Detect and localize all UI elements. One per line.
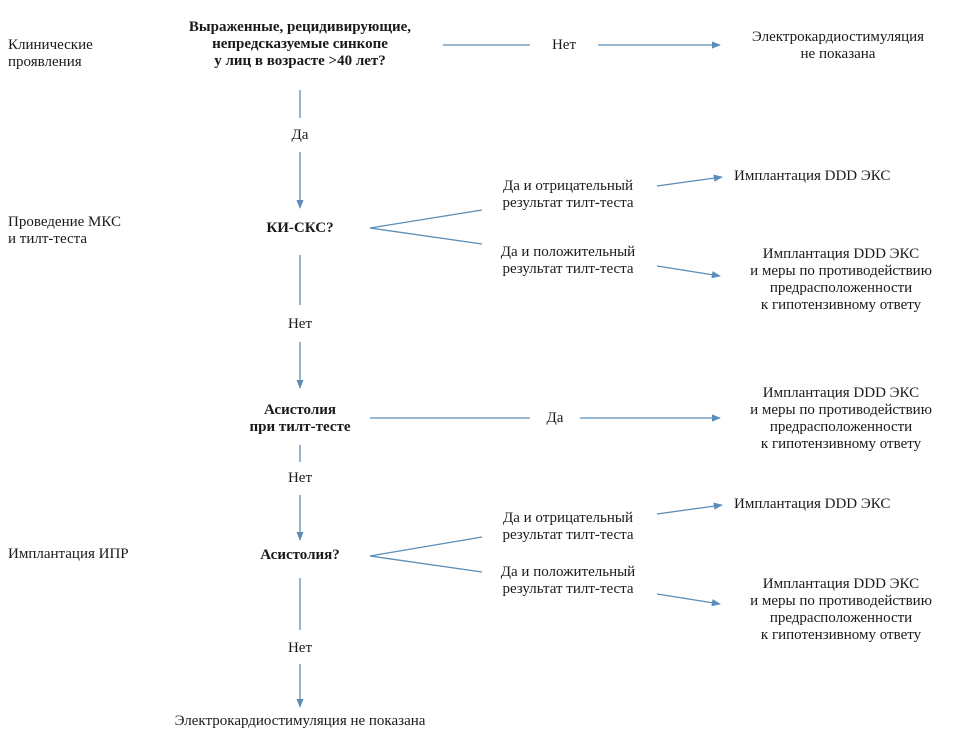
outcome-ddd-1: Имплантация DDD ЭКС	[734, 168, 891, 184]
stage-clinical: Клинические проявления	[8, 37, 93, 70]
label-q2-positive-tilt: Да и положительный результат тилт-теста	[500, 244, 636, 277]
label-q4-negative-tilt: Да и отрицательный результат тилт-теста	[502, 510, 634, 543]
outcome-ddd-measures-1: Имплантация DDD ЭКС и меры по противодей…	[750, 246, 932, 313]
outcome-final-no-pacing: Электрокардиостимуляция не показана	[174, 713, 426, 729]
arrow-q4-neg-outcome	[656, 502, 723, 515]
label-q2-negative-tilt: Да и отрицательный результат тилт-теста	[502, 178, 634, 211]
question-ki-sks: КИ-СКС?	[266, 220, 334, 236]
question-asystole: Асистолия?	[260, 547, 340, 563]
arrow-q2-neg-branch	[369, 209, 483, 229]
label-no-4: Нет	[287, 640, 313, 656]
outcome-no-pacing: Электрокардиостимуляция не показана	[751, 29, 925, 62]
outcome-ddd-measures-3: Имплантация DDD ЭКС и меры по противодей…	[750, 576, 932, 643]
label-no-3: Нет	[287, 470, 313, 486]
stage-ipr: Имплантация ИПР	[8, 546, 129, 562]
arrow-q4-pos-branch	[369, 555, 483, 573]
stage-mks: Проведение МКС и тилт-теста	[8, 214, 122, 247]
arrow-q4-pos-outcome	[656, 593, 721, 607]
arrow-q2-neg-outcome	[656, 174, 723, 187]
arrow-q4-neg-branch	[369, 536, 483, 557]
arrow-q2-pos-outcome	[656, 265, 721, 279]
label-no-2: Нет	[287, 316, 313, 332]
label-no-1: Нет	[551, 37, 577, 53]
question-syncope: Выраженные, рецидивирующие, непредсказуе…	[188, 19, 412, 69]
label-yes-1: Да	[291, 127, 309, 143]
outcome-ddd-2: Имплантация DDD ЭКС	[734, 496, 891, 512]
outcome-ddd-measures-2: Имплантация DDD ЭКС и меры по противодей…	[750, 385, 932, 452]
question-asystole-tilt: Асистолия при тилт-тесте	[249, 402, 351, 435]
label-yes-3: Да	[546, 410, 564, 426]
arrow-q2-pos-branch	[369, 227, 483, 245]
label-q4-positive-tilt: Да и положительный результат тилт-теста	[500, 564, 636, 597]
